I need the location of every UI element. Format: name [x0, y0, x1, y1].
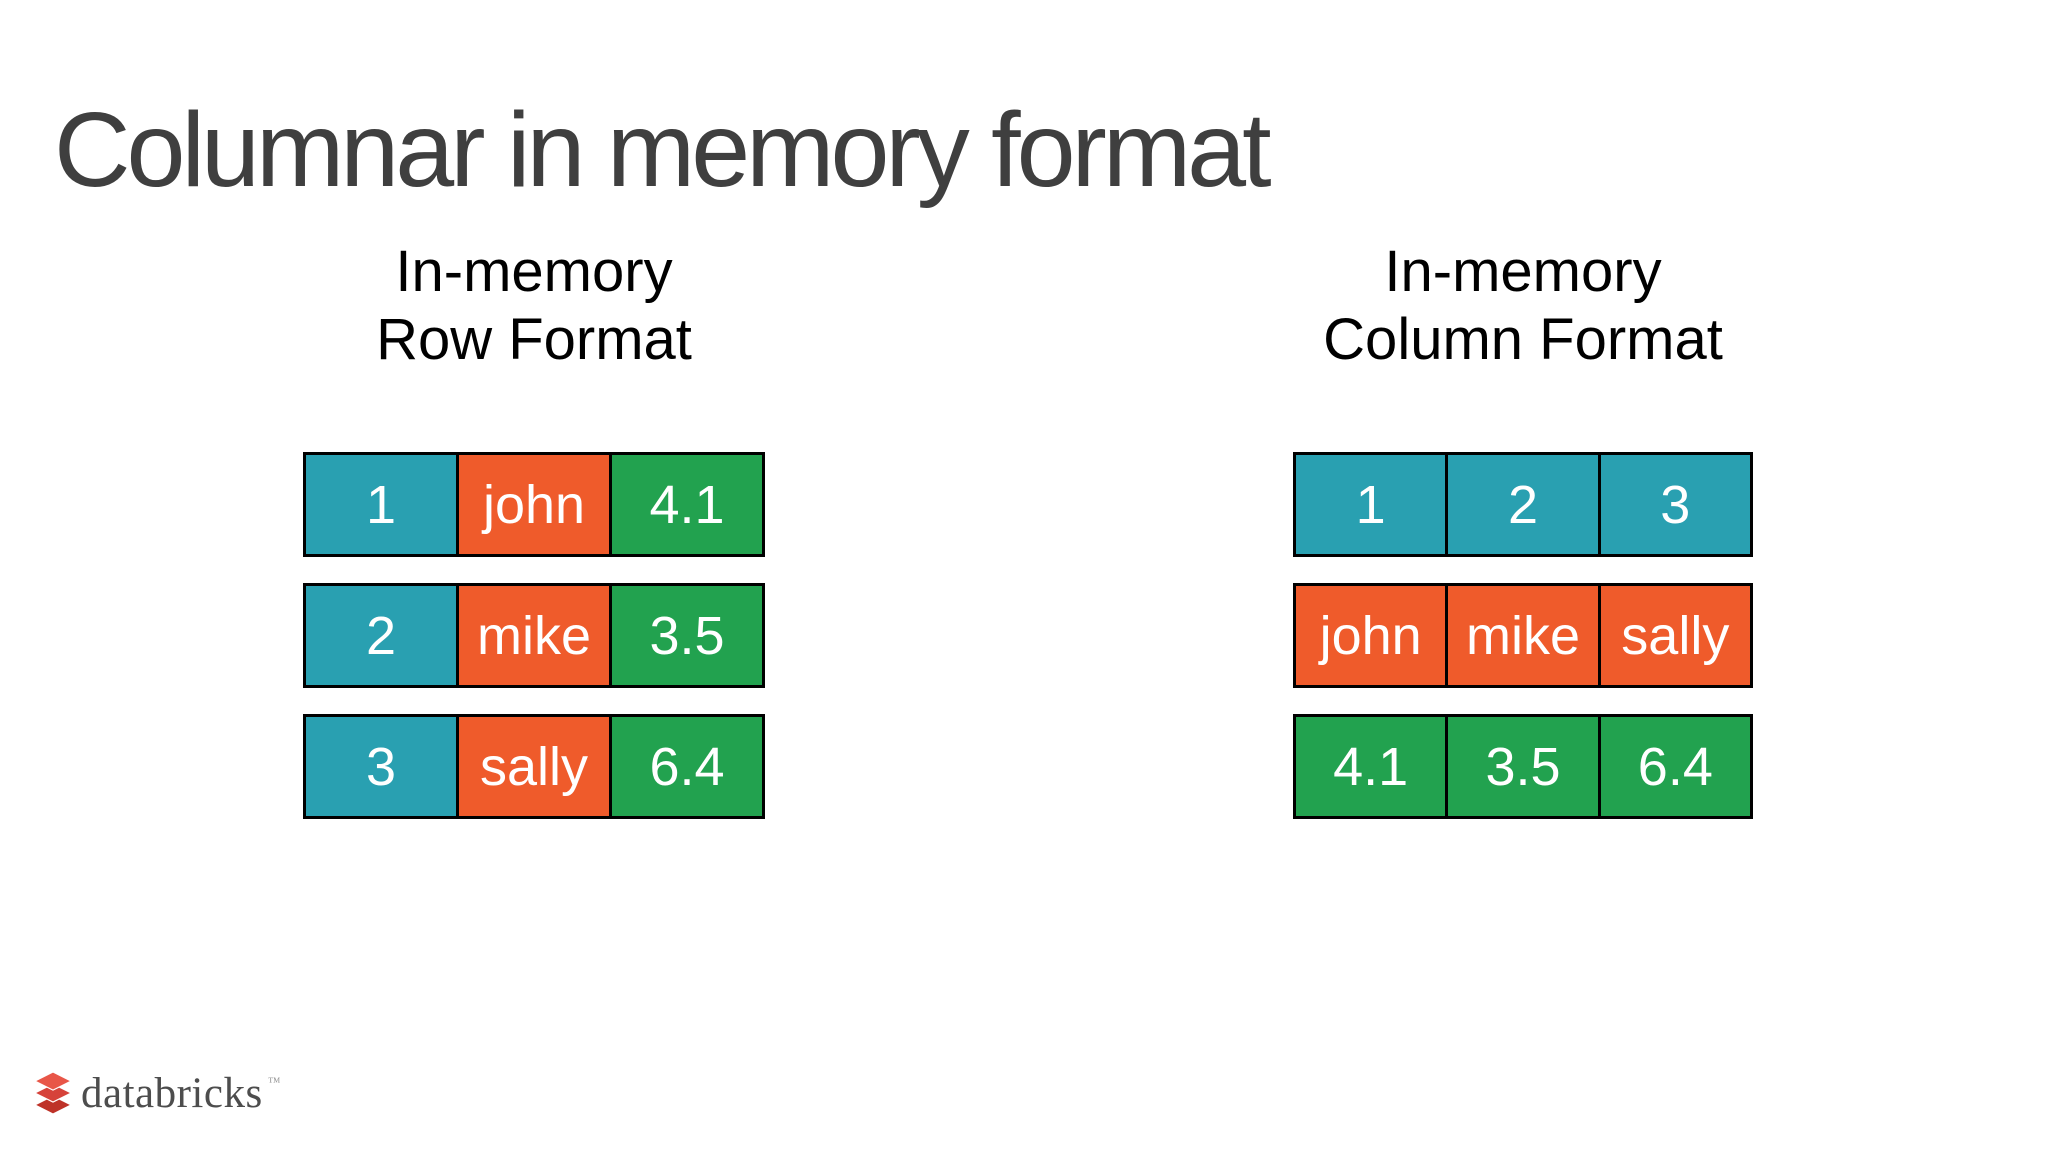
- memory-cell-6.4: 6.4: [609, 717, 762, 816]
- memory-cell-1: 1: [1296, 455, 1446, 554]
- row-format-heading-line2: Row Format: [376, 307, 692, 372]
- memory-cell-sally: sally: [1597, 586, 1750, 685]
- memory-cell-john: john: [1296, 586, 1446, 685]
- row-format-heading: In-memory Row Format: [303, 238, 765, 374]
- memory-cell-john: john: [456, 455, 609, 554]
- memory-cell-1: 1: [306, 455, 456, 554]
- column-format-heading: In-memory Column Format: [1293, 238, 1753, 374]
- row-format-heading-line1: In-memory: [395, 239, 673, 304]
- databricks-bricks-icon: [33, 1071, 73, 1115]
- column-format-heading-line2: Column Format: [1323, 307, 1723, 372]
- memory-cell-mike: mike: [456, 586, 609, 685]
- memory-cell-3.5: 3.5: [609, 586, 762, 685]
- trademark-symbol: ™: [267, 1074, 281, 1089]
- memory-cell-3.5: 3.5: [1445, 717, 1598, 816]
- memory-cell-2: 2: [306, 586, 456, 685]
- slide-title: Columnar in memory format: [54, 91, 1272, 209]
- memory-cell-6.4: 6.4: [1597, 717, 1750, 816]
- column-format-heading-line1: In-memory: [1384, 239, 1662, 304]
- databricks-wordmark: databricks: [81, 1069, 263, 1117]
- memory-cell-3: 3: [1597, 455, 1750, 554]
- databricks-logo: databricks ™: [32, 1070, 280, 1116]
- memory-cell-2: 2: [1445, 455, 1598, 554]
- memory-cell-4.1: 4.1: [1296, 717, 1446, 816]
- memory-cell-4.1: 4.1: [609, 455, 762, 554]
- memory-cell-mike: mike: [1445, 586, 1598, 685]
- memory-cell-3: 3: [306, 717, 456, 816]
- memory-cell-sally: sally: [456, 717, 609, 816]
